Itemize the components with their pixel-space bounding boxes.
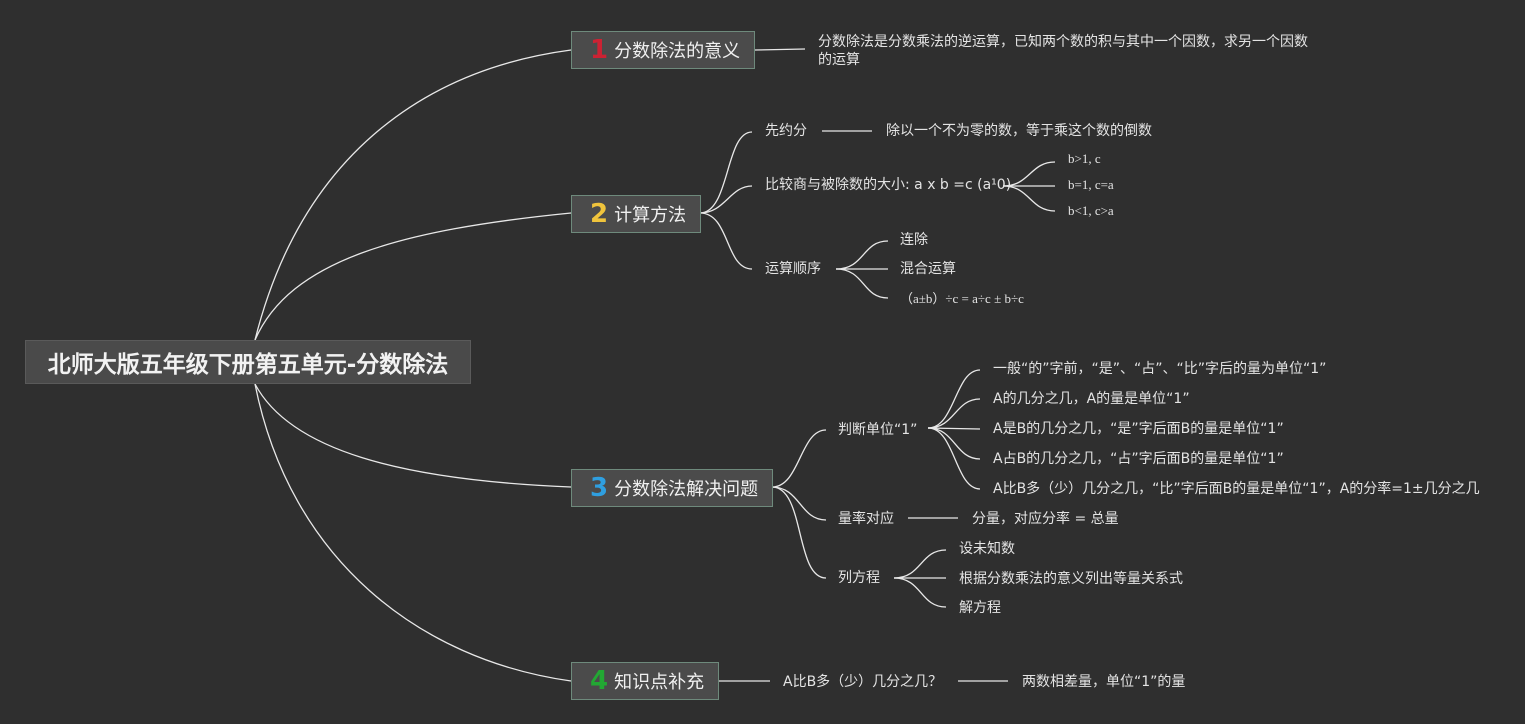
subtopic-simplify-detail: 除以一个不为零的数，等于乘这个数的倒数 [886, 123, 1152, 139]
subtopic-supplement[interactable]: A比B多（少）几分之几？ [783, 674, 943, 690]
branch-4-topic[interactable]: 4 知识点补充 [571, 662, 719, 700]
branch-3-topic[interactable]: 3 分数除法解决问题 [571, 469, 773, 507]
subtopic-quantity-rate[interactable]: 量率对应 [838, 511, 894, 527]
unit-one-leaf: A比B多（少）几分之几，“比”字后面B的量是单位“1”，A的分率=1±几分之几 [993, 481, 1480, 497]
root-topic[interactable]: 北师大版五年级下册第五单元-分数除法 [25, 340, 471, 384]
branch-number: 1 [590, 35, 609, 65]
unit-one-leaf: 一般“的”字前，“是”、“占”、“比”字后的量为单位“1” [993, 361, 1327, 377]
unit-one-leaf: A是B的几分之几，“是”字后面B的量是单位“1” [993, 421, 1284, 437]
branch-number: 3 [590, 473, 609, 503]
branch-number: 4 [590, 666, 609, 696]
supplement-detail: 两数相差量，单位“1”的量 [1022, 674, 1186, 690]
branch-label: 知识点补充 [614, 672, 705, 693]
quantity-rate-detail: 分量，对应分率 = 总量 [972, 511, 1119, 527]
subtopic-equation[interactable]: 列方程 [838, 570, 880, 586]
subtopic-unit-one[interactable]: 判断单位“1” [838, 422, 918, 438]
branch-1-detail: 分数除法是分数乘法的逆运算，已知两个数的积与其中一个因数，求另一个因数的运算 [818, 34, 1308, 68]
branch-number: 2 [590, 199, 609, 229]
subtopic-operation-order[interactable]: 运算顺序 [765, 261, 821, 277]
equation-leaf: 设未知数 [959, 541, 1015, 557]
order-leaf: （a±b）÷c = a÷c ± b÷c [900, 291, 1024, 306]
compare-leaf: b=1, c=a [1068, 177, 1114, 192]
branch-label: 分数除法解决问题 [614, 479, 759, 500]
branch-1-topic[interactable]: 1 分数除法的意义 [571, 31, 755, 69]
compare-leaf: b>1, c [1068, 151, 1101, 166]
subtopic-compare-quotient[interactable]: 比较商与被除数的大小: a x b =c (a¹0) [765, 177, 1012, 193]
compare-leaf: b<1, c>a [1068, 203, 1114, 218]
unit-one-leaf: A占B的几分之几，“占”字后面B的量是单位“1” [993, 451, 1284, 467]
branch-label: 计算方法 [614, 205, 687, 226]
order-leaf: 混合运算 [900, 261, 956, 277]
unit-one-leaf: A的几分之几，A的量是单位“1” [993, 391, 1190, 407]
branch-2-topic[interactable]: 2 计算方法 [571, 195, 701, 233]
branch-label: 分数除法的意义 [614, 41, 741, 62]
subtopic-simplify-first[interactable]: 先约分 [765, 123, 807, 139]
order-leaf: 连除 [900, 232, 928, 248]
equation-leaf: 解方程 [959, 600, 1001, 616]
equation-leaf: 根据分数乘法的意义列出等量关系式 [959, 571, 1183, 587]
